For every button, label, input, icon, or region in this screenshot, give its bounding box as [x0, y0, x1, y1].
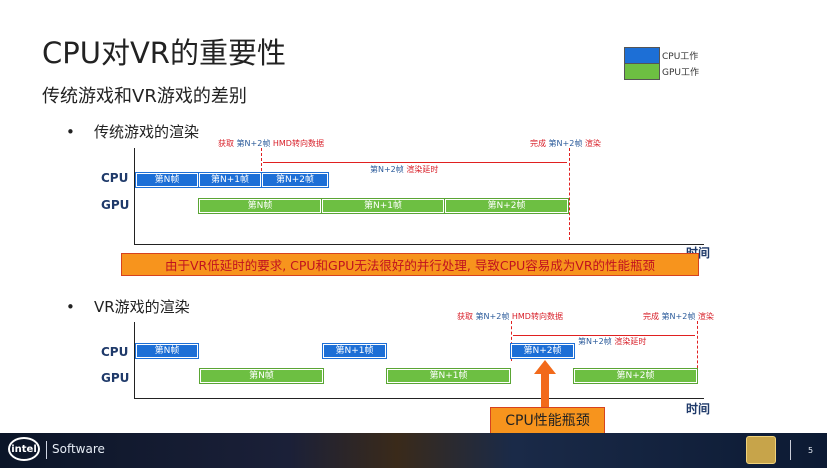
footer-banner	[0, 433, 827, 468]
section1-cpu-label: CPU	[101, 171, 129, 185]
section1-done-marker	[569, 148, 570, 240]
page-number: 5	[808, 446, 814, 455]
footer-brand: Software	[52, 442, 105, 456]
section1-latency-arrow	[263, 162, 567, 163]
footer-divider	[46, 441, 47, 459]
section1-cpu-bar: 第N帧	[135, 172, 199, 188]
section1-fetch-marker	[261, 148, 262, 186]
section2-done-marker	[697, 321, 698, 383]
section2-fetch-marker	[511, 321, 512, 361]
slide-title: CPU对VR的重要性	[42, 36, 286, 70]
bullet-icon: •	[66, 298, 75, 316]
legend-cpu-swatch	[624, 47, 660, 64]
section1-gpu-bar: 第N+2帧	[444, 198, 569, 214]
section1-latency-label: 第N+2帧 渲染延时	[370, 165, 439, 174]
section2-y-axis	[134, 322, 135, 398]
section1-gpu-label: GPU	[101, 198, 130, 212]
legend-gpu-label: GPU工作	[662, 68, 699, 78]
section2-done-annotation: 完成 第N+2帧 渲染	[643, 312, 714, 321]
section1-x-axis	[134, 244, 704, 245]
section2-fetch-annotation: 获取 第N+2帧 HMD转向数据	[457, 312, 563, 321]
section2-x-axis	[134, 398, 704, 399]
section2-latency-label: 第N+2帧 渲染延时	[578, 337, 647, 346]
section2-time-label: 时间	[686, 402, 711, 416]
section2-gpu-label: GPU	[101, 371, 130, 385]
event-badge-icon	[746, 436, 776, 464]
section2-latency-arrow	[513, 335, 695, 336]
footer-divider	[790, 440, 791, 460]
bullet-icon: •	[66, 123, 75, 141]
section1-cpu-bar: 第N+1帧	[198, 172, 262, 188]
legend-gpu-swatch	[624, 63, 660, 80]
cpu-bottleneck-callout: CPU性能瓶颈	[490, 407, 605, 434]
section1-cpu-bar: 第N+2帧	[261, 172, 329, 188]
section1-heading: 传统游戏的渲染	[94, 123, 200, 141]
section2-cpu-label: CPU	[101, 345, 129, 359]
section2-heading-row: • VR游戏的渲染	[66, 296, 190, 317]
legend-cpu-label: CPU工作	[662, 52, 699, 62]
section2-gpu-bar: 第N帧	[199, 368, 324, 384]
slide-subtitle: 传统游戏和VR游戏的差别	[42, 86, 247, 107]
up-arrow-icon	[534, 360, 556, 408]
section1-gpu-bar: 第N帧	[198, 198, 322, 214]
intel-logo-icon: intel	[8, 437, 40, 461]
section1-heading-row: • 传统游戏的渲染	[66, 121, 199, 142]
section2-gpu-bar: 第N+2帧	[573, 368, 698, 384]
bottleneck-explanation-callout: 由于VR低延时的要求, CPU和GPU无法很好的并行处理, 导致CPU容易成为V…	[121, 253, 699, 276]
section1-done-annotation: 完成 第N+2帧 渲染	[530, 139, 601, 148]
section2-cpu-bar: 第N+1帧	[322, 343, 387, 359]
section2-cpu-bar: 第N帧	[135, 343, 199, 359]
section1-gpu-bar: 第N+1帧	[321, 198, 445, 214]
section2-cpu-bar: 第N+2帧	[510, 343, 575, 359]
section2-heading: VR游戏的渲染	[94, 298, 190, 316]
section1-y-axis	[134, 148, 135, 244]
section2-gpu-bar: 第N+1帧	[386, 368, 511, 384]
section1-fetch-annotation: 获取 第N+2帧 HMD转向数据	[218, 139, 324, 148]
